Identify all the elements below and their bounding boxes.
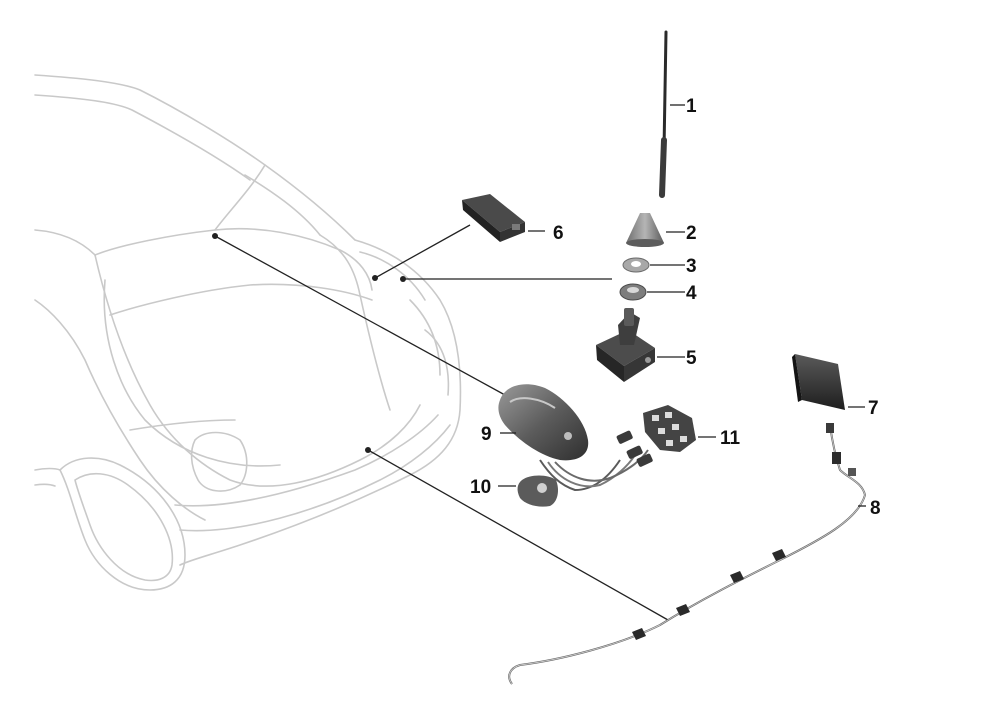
antenna-seal	[498, 475, 558, 507]
car-rear-outline	[34, 74, 462, 591]
callout-11: 11	[720, 428, 741, 449]
callout-3: 3	[686, 256, 697, 277]
callout-7: 7	[868, 398, 879, 419]
callout-9: 9	[481, 424, 492, 445]
callout-1: 1	[686, 96, 697, 117]
park-distance-control-unit	[792, 354, 865, 410]
callout-6: 6	[553, 223, 564, 244]
callout-2: 2	[686, 223, 697, 244]
callout-4: 4	[686, 283, 697, 304]
callout-5: 5	[686, 348, 697, 369]
callout-labels: 1 2 3 4 5 6 7 8 9 10 11	[470, 96, 881, 519]
antenna-control-module	[462, 194, 545, 242]
connector-bracket	[643, 405, 716, 452]
callout-10: 10	[470, 477, 491, 498]
rod-antenna	[659, 30, 685, 198]
antenna-base	[596, 308, 685, 382]
antenna-cone	[626, 213, 685, 247]
sensor-wiring-harness	[508, 423, 867, 685]
shark-fin-antenna	[498, 384, 653, 492]
nut	[622, 257, 685, 273]
seal-ring	[619, 283, 685, 301]
callout-8: 8	[870, 498, 881, 519]
leader-lines	[212, 224, 669, 621]
